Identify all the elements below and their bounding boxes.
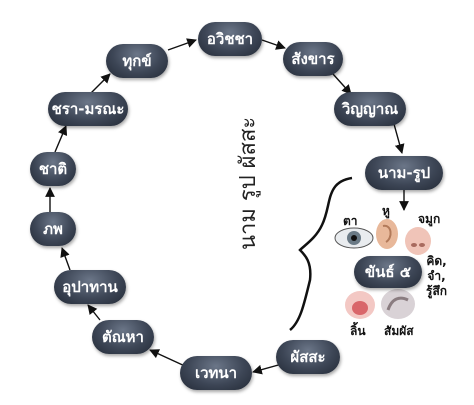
node-phassa: ผัสสะ bbox=[276, 340, 340, 374]
arrow-jati-to-jaramarana bbox=[54, 125, 68, 153]
arrow-tanha-to-upadana bbox=[87, 304, 101, 321]
label-eye: ตา bbox=[343, 214, 358, 228]
arrow-phassa-to-vedana bbox=[252, 363, 283, 375]
node-tanha: ตัณหา bbox=[92, 320, 154, 354]
label-ear: หู bbox=[382, 204, 390, 218]
node-avijja: อวิชชา bbox=[198, 22, 262, 56]
label-nose: จมูก bbox=[418, 212, 441, 226]
node-jati: ชาติ bbox=[30, 152, 76, 186]
node-vinnana: วิญญาณ bbox=[334, 92, 406, 126]
node-upadana: อุปาทาน bbox=[54, 270, 126, 304]
arrow-vedana-to-tanha bbox=[149, 349, 188, 368]
label-mind: คิด, จำ, รู้สึก bbox=[426, 254, 448, 298]
node-sankhara: สังขาร bbox=[283, 42, 343, 76]
node-bhava: ภพ bbox=[30, 212, 76, 246]
label-tongue: ลิ้น bbox=[350, 324, 366, 338]
arrow-vinnana-to-namarupa bbox=[393, 123, 405, 154]
label-touch: สัมผัส bbox=[384, 324, 414, 338]
nose-icon bbox=[405, 227, 431, 255]
arrow-sankhara-to-vinnana bbox=[332, 73, 352, 95]
brace bbox=[289, 176, 353, 331]
node-namarupa: นาม-รูป bbox=[365, 156, 443, 190]
tongue-icon bbox=[345, 291, 375, 319]
node-vedana: เวทนา bbox=[180, 356, 252, 390]
arrow-jaramarana-to-dukkha bbox=[89, 73, 111, 95]
node-dukkha: ทุกข์ bbox=[106, 44, 168, 78]
ear-icon bbox=[376, 219, 398, 249]
arrow-avijja-to-sankhara bbox=[261, 39, 286, 50]
node-jaramarana: ชรา-มรณะ bbox=[48, 92, 128, 126]
eye-icon bbox=[334, 227, 374, 249]
vertical-annotation: นาม รูป ผัสสะ bbox=[236, 116, 261, 250]
touch-hand-icon bbox=[381, 289, 415, 319]
node-khandha-5: ขันธ์ ๕ bbox=[354, 256, 422, 288]
arrow-dukkha-to-avijja bbox=[167, 38, 197, 51]
arrow-upadana-to-bhava bbox=[60, 247, 71, 271]
